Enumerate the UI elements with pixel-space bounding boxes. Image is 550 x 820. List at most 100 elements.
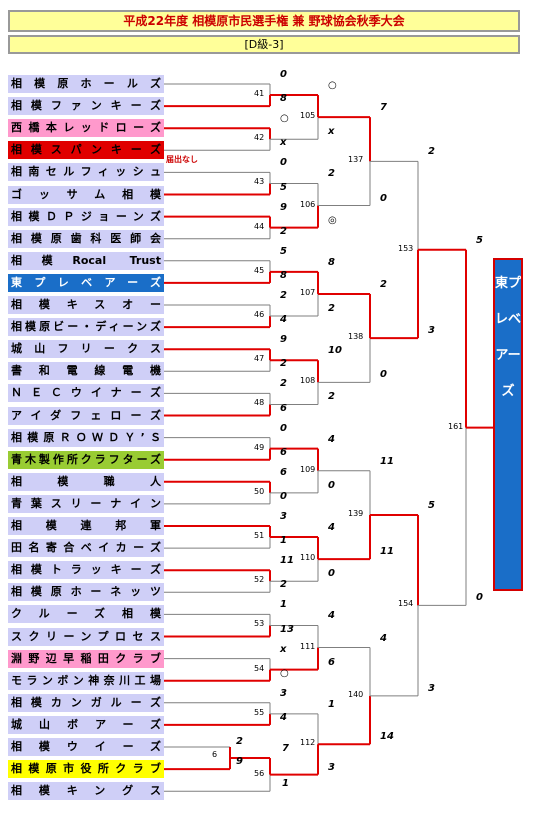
match-number: 41 [254, 89, 265, 99]
score-value: 1 [280, 599, 287, 611]
score-value: 8 [328, 256, 335, 268]
division-label: [D級-3] [8, 35, 520, 54]
score-value: 6 [280, 402, 287, 414]
score-value: 2 [280, 290, 287, 301]
score-value: 9 [280, 334, 287, 346]
match-number: 137 [348, 155, 364, 165]
team-entry: 淵野辺早稲田クラブ [8, 649, 164, 668]
score-value: 1 [328, 698, 335, 710]
team-entry: 青木製作所クラフターズ [8, 450, 164, 469]
match-number: 55 [254, 707, 265, 717]
team-entry: 相模Rocal Trust [8, 251, 164, 270]
score-value: 2 [328, 168, 335, 180]
score-value: 4 [328, 522, 335, 534]
team-entry: 田名寄合ベイカーズ [8, 539, 164, 558]
match-number: 45 [254, 265, 265, 275]
score-value: 2 [428, 146, 435, 158]
score-value: 6 [280, 466, 287, 478]
score-value: 0 [280, 69, 287, 80]
team-entry: 相模連邦軍 [8, 517, 164, 535]
team-entry: 相模スパンキーズ [8, 141, 164, 160]
score-value: 0 [280, 157, 287, 169]
match-number: 6 [212, 750, 218, 759]
match-number: 49 [254, 442, 265, 452]
score-value: 7 [282, 743, 289, 755]
team-entry: スクリーンプロセス [8, 627, 164, 646]
score-value: 14 [380, 731, 394, 743]
team-entry: 相模職人 [8, 472, 164, 491]
score-value: 0 [328, 568, 335, 580]
match-number: 106 [300, 199, 316, 209]
score-value: 0 [380, 369, 387, 381]
match-number: 48 [254, 398, 265, 408]
score-value: 4 [328, 433, 335, 445]
team-entry: 相模トラッキーズ [8, 561, 164, 580]
match-number: 107 [300, 287, 316, 297]
score-value: 0 [328, 479, 335, 491]
match-number: 153 [398, 243, 414, 253]
score-value: 0 [476, 592, 483, 604]
match-number: 105 [300, 111, 316, 121]
score-value: x [328, 126, 335, 138]
score-value: 2 [236, 736, 243, 747]
score-value: 2 [328, 303, 335, 315]
score-value: 5 [428, 499, 435, 511]
score-value: 5 [476, 234, 483, 246]
team-entry: 相南セルフィッシュ [8, 163, 164, 182]
team-entry: 相模原歯科医師会 [8, 229, 164, 248]
team-entry: ゴッサム相模 [8, 185, 164, 204]
match-number: 110 [300, 553, 316, 563]
team-entry: 相模ファンキーズ [8, 97, 164, 116]
score-value: 11 [380, 546, 394, 558]
champion-box: 東プレベアーズ [493, 258, 523, 591]
score-value: 6 [280, 446, 287, 458]
team-entry: 相模ウイーズ [8, 738, 164, 756]
match-number: 112 [300, 738, 316, 748]
team-entry: 青葉スリーナイン [8, 494, 164, 513]
team-entry: クルーズ相模 [8, 605, 164, 624]
score-value: 3 [428, 325, 435, 337]
score-value: ◎ [328, 214, 337, 226]
score-value: 9 [280, 201, 287, 213]
team-entry: 相模キスオー [8, 296, 164, 314]
score-value: 3 [280, 511, 287, 522]
score-value: 2 [280, 378, 287, 390]
match-number: 47 [254, 354, 265, 364]
page-title: 平成22年度 相模原市民選手権 兼 野球協会秋季大会 [8, 10, 520, 32]
match-number: 139 [348, 508, 364, 518]
match-number: 111 [300, 641, 316, 651]
score-value: 3 [328, 761, 335, 773]
team-entry: 西橋本レッドローズ [8, 119, 164, 138]
team-entry: アイダフェローズ [8, 406, 164, 425]
score-value: 3 [280, 687, 287, 699]
score-value: x [280, 643, 287, 655]
withdrawal-note: 届出なし [166, 155, 198, 165]
score-value: 11 [380, 455, 394, 467]
score-value: x [280, 137, 287, 149]
champion-name: 東プレベアーズ [495, 276, 522, 399]
match-number: 109 [300, 464, 316, 474]
score-value: 2 [280, 358, 287, 370]
score-value: 2 [328, 391, 335, 403]
team-entry: 相模原ホーネッツ [8, 583, 164, 602]
team-entry: 相模原ホールズ [8, 75, 164, 93]
match-number: 161 [448, 421, 464, 431]
score-value: 10 [328, 345, 342, 357]
match-number: 53 [254, 619, 265, 629]
score-value: 4 [280, 711, 287, 723]
score-value: 1 [280, 535, 287, 547]
score-value: 2 [380, 278, 387, 290]
team-entry: 城山フリークス [8, 340, 164, 359]
score-value: 8 [280, 93, 287, 105]
team-entry: 東プレベアーズ [8, 273, 164, 292]
score-value: 0 [280, 422, 287, 434]
match-number: 154 [398, 599, 414, 609]
team-entry: 城山ボアーズ [8, 715, 164, 734]
score-value: 13 [280, 623, 294, 635]
score-value: 0 [280, 490, 287, 502]
match-number: 140 [348, 689, 364, 699]
match-number: 52 [254, 575, 265, 585]
score-value: 9 [236, 756, 243, 768]
score-value: 0 [380, 192, 387, 204]
